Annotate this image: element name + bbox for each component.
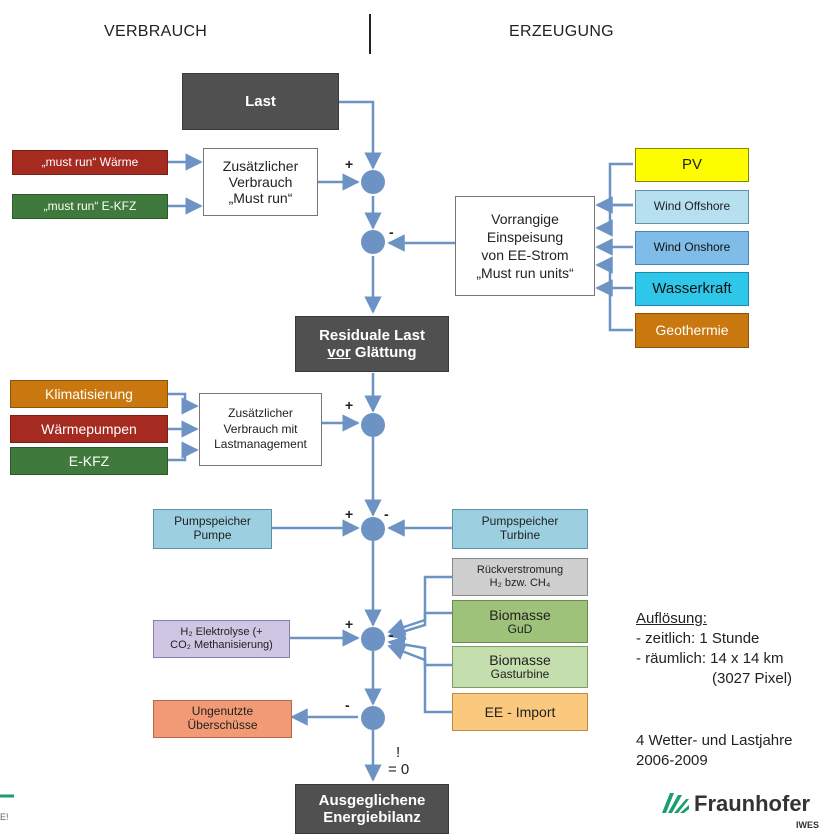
aufloesung-pixel: (3027 Pixel) (712, 670, 793, 687)
rueck-line-2: H₂ bzw. CH₄ (489, 577, 551, 589)
pp-line-2: Pumpe (193, 528, 232, 542)
ausgeglichene-energiebilanz-box: Ausgeglichene Energiebilanz (295, 784, 449, 834)
last-box: Last (182, 73, 339, 130)
ausgeglichen-line-1: Ausgeglichene (318, 791, 426, 809)
ekfz-label: E-KFZ (68, 452, 110, 469)
klimatisierung-box: Klimatisierung (10, 380, 168, 408)
wind-offshore-box: Wind Offshore (635, 190, 749, 224)
fraunhofer-logo-sub: IWES (796, 820, 820, 830)
sum-node-1 (361, 170, 385, 194)
ekfz-box: E-KFZ (10, 447, 168, 475)
ungenutzt-line-2: Überschüsse (187, 718, 258, 732)
header-erzeugung: ERZEUGUNG (509, 23, 614, 40)
footer-fragment: E! (0, 812, 9, 822)
vorrangige-einspeisung-box: Vorrangige Einspeisung von EE-Strom „Mus… (455, 196, 595, 296)
rueck-line-1: Rückverstromung (476, 564, 564, 577)
lm-line-1: Zusätzlicher (228, 406, 293, 421)
zv-line-2: Verbrauch (228, 173, 293, 190)
lastmanagement-box: Zusätzlicher Verbrauch mit Lastmanagemen… (199, 393, 322, 466)
lm-line-2: Verbrauch mit (223, 421, 298, 436)
bio-gud-line-2: GuD (507, 621, 533, 636)
mustrun-ekfz-box: „must run“ E-KFZ (12, 194, 168, 219)
ee-import-box: EE - Import (452, 693, 588, 731)
header-verbrauch: VERBRAUCH (104, 23, 208, 40)
sum-node-5 (361, 627, 385, 651)
rueckverstromung-box: Rückverstromung H₂ bzw. CH₄ (452, 558, 588, 596)
mustrun-waerme-label: „must run“ Wärme (41, 154, 139, 169)
pv-box: PV (635, 148, 749, 182)
pp-line-1: Pumpspeicher (174, 514, 251, 529)
wasserkraft-box: Wasserkraft (635, 272, 749, 306)
wetter-line-1: 4 Wetter- und Lastjahre (636, 732, 793, 749)
aufloesung-zeitlich: - zeitlich: 1 Stunde (636, 630, 760, 647)
lm-line-3: Lastmanagement (214, 437, 307, 452)
residuale-last-box: Residuale Last vor Glättung (295, 316, 449, 372)
residual-glaettung: Glättung (350, 344, 417, 361)
vorrang-line-2: Einspeisung (486, 228, 564, 245)
residual-line-1: Residuale Last (319, 326, 425, 344)
wind-onshore-label: Wind Onshore (653, 240, 731, 255)
minus-sign: - (389, 627, 394, 643)
mustrun-ekfz-label: „must run“ E-KFZ (43, 198, 137, 213)
h2-line-2: CO₂ Methanisierung) (170, 639, 273, 651)
waermepumpen-label: Wärmepumpen (41, 420, 137, 437)
bio-gt-line-2: Gasturbine (490, 667, 550, 682)
plus-sign: + (345, 506, 354, 522)
plus-sign: + (345, 616, 354, 632)
zv-line-1: Zusätzlicher (222, 157, 299, 174)
sum-node-6 (361, 706, 385, 730)
ungenutzt-line-1: Ungenutzte (191, 704, 254, 719)
mustrun-waerme-box: „must run“ Wärme (12, 150, 168, 175)
minus-sign: - (345, 697, 350, 713)
last-label: Last (245, 92, 276, 110)
zv-line-3: „Must run“ (228, 190, 293, 207)
pt-line-1: Pumpspeicher (481, 514, 559, 529)
bio-gud-line-1: Biomasse (489, 606, 551, 623)
ungenutzte-ueberschuesse-box: Ungenutzte Überschüsse (153, 700, 292, 738)
minus-sign: - (389, 224, 394, 240)
geothermie-label: Geothermie (655, 322, 729, 339)
biomasse-gud-box: Biomasse GuD (452, 600, 588, 643)
geothermie-box: Geothermie (635, 313, 749, 348)
ee-import-label: EE - Import (484, 703, 556, 720)
aufloesung-title: Auflösung: (636, 610, 707, 627)
vorrang-line-3: von EE-Strom (481, 247, 569, 263)
biomasse-gasturbine-box: Biomasse Gasturbine (452, 646, 588, 688)
residual-vor: vor (327, 344, 351, 361)
vorrang-line-1: Vorrangige (491, 210, 559, 227)
aufloesung-raeumlich: - räumlich: 14 x 14 km (636, 650, 784, 667)
pv-label: PV (681, 156, 702, 174)
sum-node-3 (361, 413, 385, 437)
minus-sign: - (384, 506, 389, 522)
plus-sign: + (345, 397, 354, 413)
residual-line-2: vor Glättung (327, 344, 416, 361)
wind-onshore-box: Wind Onshore (635, 231, 749, 265)
plus-sign: + (345, 156, 354, 172)
zusaetzlicher-verbrauch-box: Zusätzlicher Verbrauch „Must run“ (203, 148, 318, 216)
excl-mark: ! (396, 744, 401, 761)
equals-zero: = 0 (388, 761, 410, 778)
ausgeglichen-line-2: Energiebilanz (323, 809, 421, 826)
wind-offshore-label: Wind Offshore (653, 199, 731, 214)
fraunhofer-logo-icon (662, 793, 689, 813)
pt-line-2: Turbine (499, 528, 541, 542)
sum-node-2 (361, 230, 385, 254)
wetter-line-2: 2006-2009 (636, 752, 708, 769)
pumpspeicher-turbine-box: Pumpspeicher Turbine (452, 509, 588, 549)
sum-node-4 (361, 517, 385, 541)
fraunhofer-logo-text: Fraunhofer (694, 791, 811, 816)
klimatisierung-label: Klimatisierung (45, 385, 133, 402)
h2-line-1: H₂ Elektrolyse (+ (180, 626, 263, 639)
bio-gt-line-1: Biomasse (489, 652, 551, 669)
pumpspeicher-pumpe-box: Pumpspeicher Pumpe (153, 509, 272, 549)
h2-elektrolyse-box: H₂ Elektrolyse (+ CO₂ Methanisierung) (153, 620, 290, 658)
vorrang-line-4: „Must run units“ (476, 265, 574, 282)
waermepumpen-box: Wärmepumpen (10, 415, 168, 443)
wasserkraft-label: Wasserkraft (652, 280, 732, 298)
